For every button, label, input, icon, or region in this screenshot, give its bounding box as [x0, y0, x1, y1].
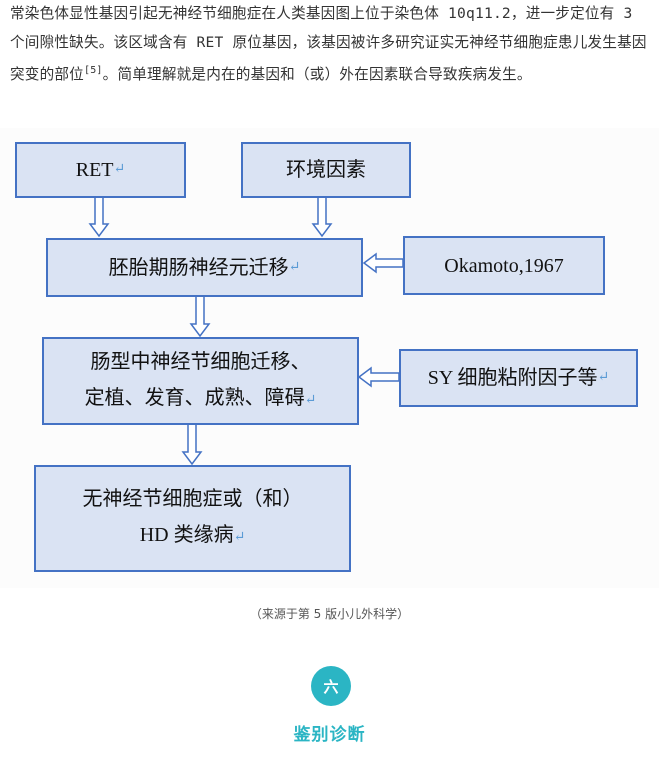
- paragraph-text: 常染色体显性基因引起无神经节细胞症在人类基因图上位于染色体 10q11.2，进一…: [10, 5, 647, 83]
- box-label-line1: 无神经节细胞症或（和）: [82, 488, 303, 510]
- return-mark: ↵: [113, 162, 126, 177]
- return-mark: ↵: [233, 530, 246, 545]
- box-ret: RET↵: [15, 142, 186, 198]
- figure-caption: （来源于第 5 版小儿外科学）: [249, 607, 410, 621]
- box-label: 胚胎期肠神经元迁移: [108, 256, 289, 279]
- box-label: RET: [75, 159, 114, 181]
- box-label-line1: 肠型中神经节细胞迁移、: [90, 350, 311, 373]
- flowchart-figure: RET↵ 环境因素 胚胎期肠神经元迁移↵ Okamoto,1967 肠型中神经节…: [0, 128, 659, 588]
- arrow-embryo-down: [189, 295, 211, 338]
- arrow-sy-left: [357, 366, 400, 388]
- box-neural-migration: 肠型中神经节细胞迁移、定植、发育、成熟、障碍↵: [42, 337, 359, 425]
- box-sy-factor: SY 细胞粘附因子等↵: [399, 349, 638, 407]
- body-paragraph: 常染色体显性基因引起无神经节细胞症在人类基因图上位于染色体 10q11.2，进一…: [10, 0, 655, 89]
- return-mark: ↵: [288, 259, 301, 275]
- return-mark: ↵: [304, 392, 317, 408]
- box-environment: 环境因素: [241, 142, 411, 198]
- return-mark: ↵: [597, 370, 610, 385]
- box-label: 环境因素: [286, 159, 366, 181]
- reference-link[interactable]: [5]: [83, 65, 103, 76]
- arrow-okamoto-left: [362, 252, 404, 274]
- paragraph-text-end: 。简单理解就是内在的基因和（或）外在因素联合导致疾病发生。: [102, 65, 532, 83]
- box-label: SY 细胞粘附因子等: [427, 367, 598, 389]
- arrow-migration-down: [181, 423, 203, 466]
- box-label-line2: HD 类缘病: [139, 524, 234, 546]
- box-embryo-migration: 胚胎期肠神经元迁移↵: [46, 238, 363, 297]
- arrow-ret-down: [88, 195, 110, 238]
- box-result: 无神经节细胞症或（和） HD 类缘病↵: [34, 465, 351, 572]
- section-number-badge: 六: [311, 666, 351, 706]
- flow-arrows: [88, 195, 404, 466]
- section-title: 鉴别诊断: [293, 725, 366, 745]
- arrow-env-down: [311, 195, 333, 238]
- box-label-line2: 定植、发育、成熟、障碍: [84, 386, 305, 409]
- box-label: Okamoto,1967: [444, 254, 564, 277]
- box-okamoto: Okamoto,1967: [403, 236, 605, 295]
